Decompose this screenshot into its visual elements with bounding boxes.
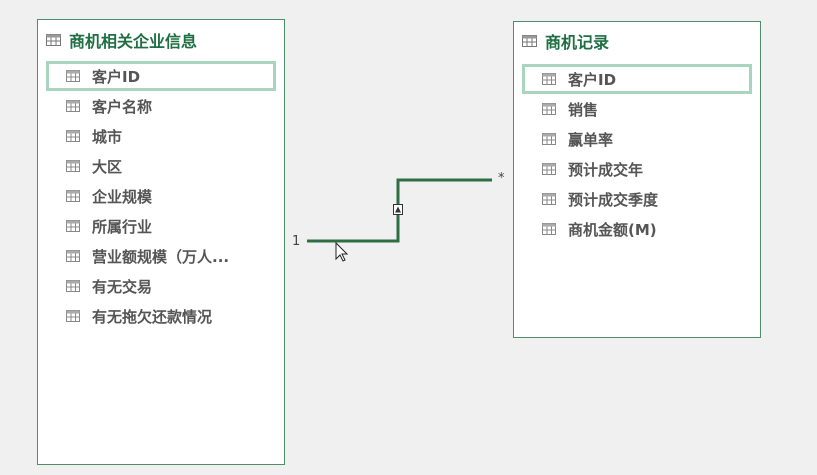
field-label: 预计成交年 <box>568 160 644 179</box>
column-icon <box>542 103 556 115</box>
field-label: 有无交易 <box>92 277 153 296</box>
column-icon <box>66 130 80 142</box>
field-row[interactable]: 预计成交年 <box>522 154 752 184</box>
column-icon <box>66 70 80 82</box>
field-label: 销售 <box>568 100 599 119</box>
table-title: 商机记录 <box>545 33 610 52</box>
column-icon <box>542 223 556 235</box>
column-icon <box>66 250 80 262</box>
column-icon <box>542 193 556 205</box>
field-row[interactable]: 有无交易 <box>46 271 276 301</box>
field-row[interactable]: 客户ID <box>522 64 752 94</box>
column-icon <box>66 220 80 232</box>
mouse-pointer-icon <box>335 241 349 262</box>
field-label: 赢单率 <box>568 130 614 149</box>
field-label: 预计成交季度 <box>568 190 659 209</box>
table-icon <box>522 35 537 47</box>
table-title: 商机相关企业信息 <box>69 32 198 51</box>
field-label: 所属行业 <box>92 217 153 236</box>
column-icon <box>542 133 556 145</box>
field-label: 客户ID <box>568 70 617 89</box>
field-row[interactable]: 营业额规模（万人... <box>46 241 276 271</box>
column-icon <box>66 190 80 202</box>
field-row[interactable]: 客户名称 <box>46 91 276 121</box>
column-icon <box>66 280 80 292</box>
table-icon <box>46 34 61 46</box>
field-row[interactable]: 销售 <box>522 94 752 124</box>
column-icon <box>66 310 80 322</box>
field-label: 大区 <box>92 157 123 176</box>
column-icon <box>542 163 556 175</box>
field-row[interactable]: 赢单率 <box>522 124 752 154</box>
field-list: 客户ID 销售 赢单率 预计成交年 预计成交季度 商机金额(M) <box>522 64 752 244</box>
field-label: 营业额规模（万人... <box>92 247 230 266</box>
cardinality-many-label: * <box>498 171 505 186</box>
field-row[interactable]: 大区 <box>46 151 276 181</box>
column-icon <box>66 160 80 172</box>
column-icon <box>542 73 556 85</box>
field-label: 有无拖欠还款情况 <box>92 307 213 326</box>
table-header[interactable]: 商机相关企业信息 <box>46 29 197 51</box>
table-header[interactable]: 商机记录 <box>522 30 609 52</box>
table-card-opportunity-records[interactable]: 商机记录 客户ID 销售 赢单率 预计成交年 预计成交季度 商机金额(M) <box>513 21 761 338</box>
field-label: 客户名称 <box>92 97 153 116</box>
field-row[interactable]: 有无拖欠还款情况 <box>46 301 276 331</box>
table-card-enterprise-info[interactable]: 商机相关企业信息 客户ID 客户名称 城市 大区 企业规模 所属行业 营业额 <box>37 19 285 465</box>
field-row[interactable]: 企业规模 <box>46 181 276 211</box>
field-row[interactable]: 商机金额(M) <box>522 214 752 244</box>
field-row[interactable]: 所属行业 <box>46 211 276 241</box>
field-label: 城市 <box>92 127 123 146</box>
field-label: 企业规模 <box>92 187 153 206</box>
field-row[interactable]: 城市 <box>46 121 276 151</box>
column-icon <box>66 100 80 112</box>
cardinality-one-label: 1 <box>292 234 301 249</box>
filter-direction-icon <box>393 204 403 215</box>
field-label: 商机金额(M) <box>568 220 657 239</box>
field-list: 客户ID 客户名称 城市 大区 企业规模 所属行业 营业额规模（万人... 有 <box>46 61 276 331</box>
field-row[interactable]: 客户ID <box>46 61 276 91</box>
field-row[interactable]: 预计成交季度 <box>522 184 752 214</box>
field-label: 客户ID <box>92 67 141 86</box>
